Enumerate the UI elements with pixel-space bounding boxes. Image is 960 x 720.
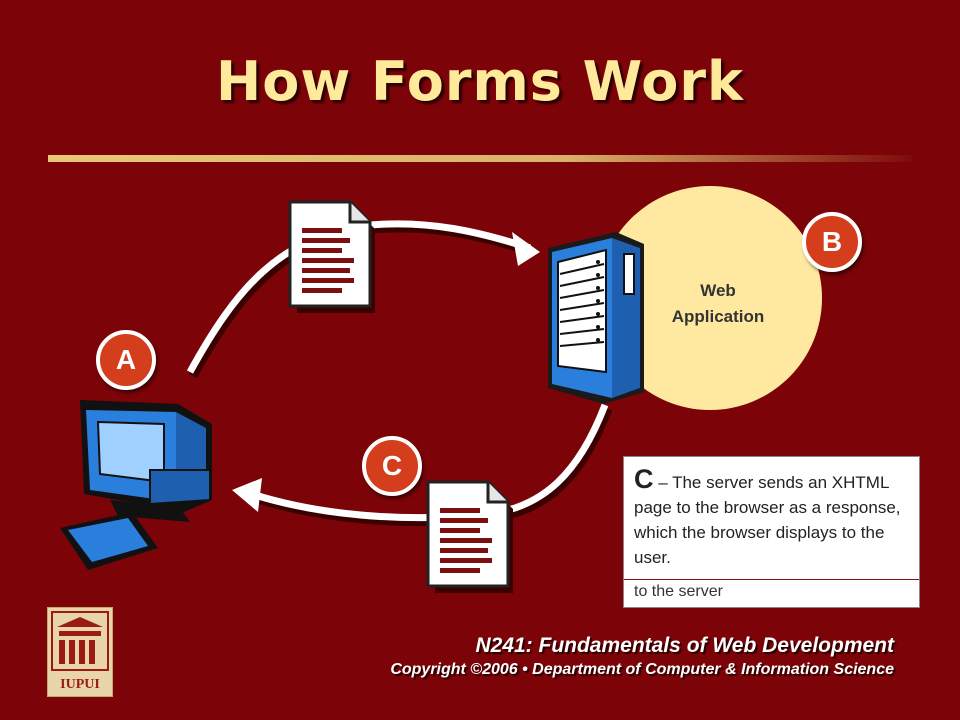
request-arrow-head xyxy=(512,232,540,266)
web-application-label: Web Application xyxy=(648,278,788,330)
callout-text: – The server sends an XHTML page to the … xyxy=(634,473,901,567)
step-c-callout: C – The server sends an XHTML page to th… xyxy=(623,456,920,608)
web-application-circle xyxy=(598,186,822,410)
request-document-icon xyxy=(288,200,375,313)
callout-overflow-text: to the server xyxy=(634,583,723,600)
callout-letter: C xyxy=(634,464,654,494)
response-document-icon xyxy=(426,480,513,593)
callout-divider xyxy=(624,579,919,580)
title-divider xyxy=(48,155,912,162)
badge-b: B xyxy=(802,212,862,272)
footer-course-title: N241: Fundamentals of Web Development xyxy=(475,634,894,657)
web-application-line1: Web xyxy=(700,281,736,300)
iupui-logo: IUPUI xyxy=(47,607,113,697)
logo-text: IUPUI xyxy=(60,677,100,692)
slide-title: How Forms Work xyxy=(216,50,744,113)
badge-a: A xyxy=(96,330,156,390)
badge-c: C xyxy=(362,436,422,496)
computer-icon xyxy=(60,400,212,570)
response-arrow-head xyxy=(232,478,262,512)
server-icon xyxy=(548,232,644,404)
footer-copyright: Copyright ©2006 • Department of Computer… xyxy=(390,661,894,678)
web-application-line2: Application xyxy=(671,307,765,326)
